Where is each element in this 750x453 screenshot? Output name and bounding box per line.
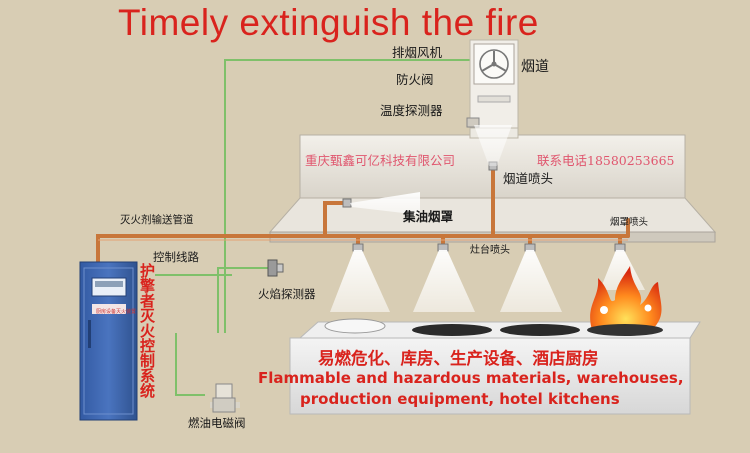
label-agent-pipe: 灭火剂输送管道	[120, 214, 194, 226]
extinguishing-spray	[330, 125, 645, 312]
fuel-solenoid-valve	[210, 383, 240, 413]
applications-en-line2: production equipment, hotel kitchens	[300, 390, 620, 408]
label-stove-nozzle: 灶台喷头	[470, 245, 510, 256]
contact-phone: 联系电话18580253665	[537, 153, 675, 168]
panel-label: 厨房设备灭火装置	[95, 309, 136, 315]
fire-flame-icon	[587, 266, 663, 336]
temp-detector-device	[466, 117, 480, 128]
flame-detector-device	[267, 259, 284, 277]
label-flue-nozzle: 烟道喷头	[503, 171, 554, 186]
exhaust-fan-icon	[479, 49, 509, 79]
label-flue: 烟道	[521, 59, 549, 75]
company-name: 重庆甄鑫可亿科技有限公司	[305, 153, 456, 168]
page-title: Timely extinguish the fire	[118, 2, 539, 43]
control-line-wiring	[155, 59, 470, 396]
fire-damper	[477, 95, 511, 103]
label-hood-nozzle: 烟罩喷头	[610, 217, 649, 228]
label-oil-hood: 集油烟罩	[403, 209, 454, 224]
label-exhaust-fan: 排烟风机	[392, 45, 443, 60]
label-control-line: 控制线路	[153, 250, 199, 264]
applications-en-line1: Flammable and hazardous materials, wareh…	[258, 369, 684, 387]
control-cabinet	[79, 261, 138, 421]
agent-delivery-pipe	[96, 164, 630, 264]
stove-nozzles	[352, 243, 626, 252]
hood-nozzle-device	[342, 198, 352, 208]
label-temp-detector: 温度探测器	[380, 103, 443, 118]
label-fuel-valve: 燃油电磁阀	[188, 416, 246, 430]
label-control-system: 护擎者灭火控制系统	[138, 263, 156, 398]
stove-counter	[289, 318, 701, 415]
label-flame-detector: 火焰探测器	[258, 287, 316, 301]
label-fire-damper: 防火阀	[396, 72, 434, 87]
applications-cn: 易燃危化、库房、生产设备、酒店厨房	[318, 349, 599, 368]
